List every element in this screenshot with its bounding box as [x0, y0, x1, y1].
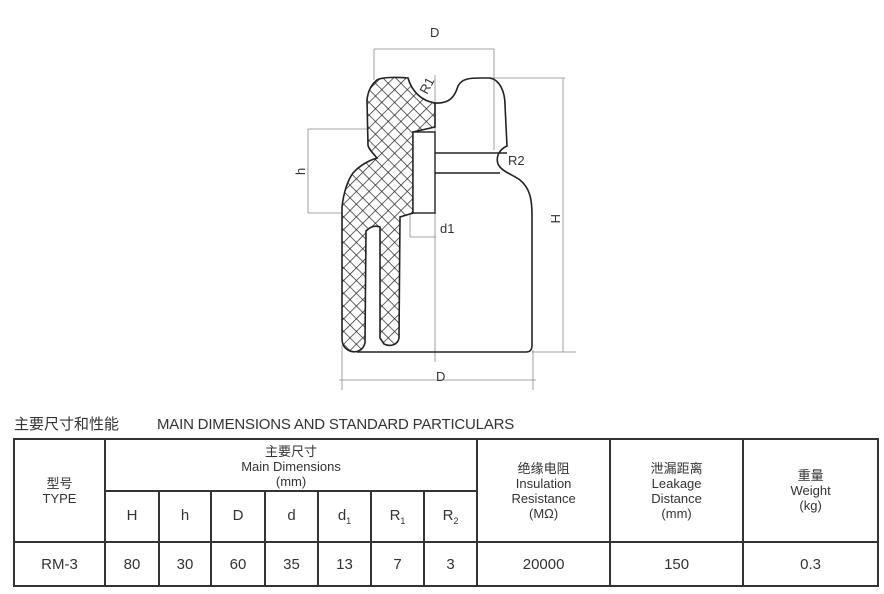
table-row: RM-3 80 30 60 35 13 7 3 20000 150 0.3	[13, 541, 880, 587]
hatched-section	[341, 76, 436, 353]
cell-R1: 7	[370, 541, 425, 587]
label-h: h	[293, 168, 308, 175]
title-zh: 主要尺寸和性能	[14, 416, 120, 433]
dim-col-header: d1	[317, 490, 372, 543]
bore	[412, 131, 436, 214]
section-title: 主要尺寸和性能 MAIN DIMENSIONS AND STANDARD PART…	[14, 413, 514, 434]
insulator-outline	[357, 77, 533, 353]
dim-col-header: D	[210, 490, 266, 543]
label-H: H	[548, 214, 563, 223]
dim-col-header: R1	[370, 490, 425, 543]
cell-h: 30	[158, 541, 212, 587]
title-en: MAIN DIMENSIONS AND STANDARD PARTICULARS	[157, 416, 515, 433]
insulator-drawing: D D H h d1 R1 R2	[293, 25, 576, 390]
label-R1: R1	[416, 75, 437, 97]
label-R2: R2	[508, 153, 525, 168]
dim-col-header: h	[158, 490, 212, 543]
dim-col-header: H	[104, 490, 160, 543]
label-d1: d1	[440, 221, 454, 236]
label-D-top: D	[430, 25, 439, 40]
cell-insulation: 20000	[476, 541, 612, 587]
cell-type: RM-3	[13, 541, 106, 587]
dim-col-header: R2	[422, 490, 479, 543]
dim-col-header: d	[264, 490, 319, 543]
label-D-bottom: D	[436, 369, 445, 384]
cell-d: 35	[264, 541, 319, 587]
cell-H: 80	[104, 541, 160, 587]
cell-D: 60	[210, 541, 266, 587]
cell-weight: 0.3	[742, 541, 880, 587]
cell-leakage: 150	[609, 541, 745, 587]
cell-d1: 13	[317, 541, 372, 587]
cell-R2: 3	[422, 541, 479, 587]
